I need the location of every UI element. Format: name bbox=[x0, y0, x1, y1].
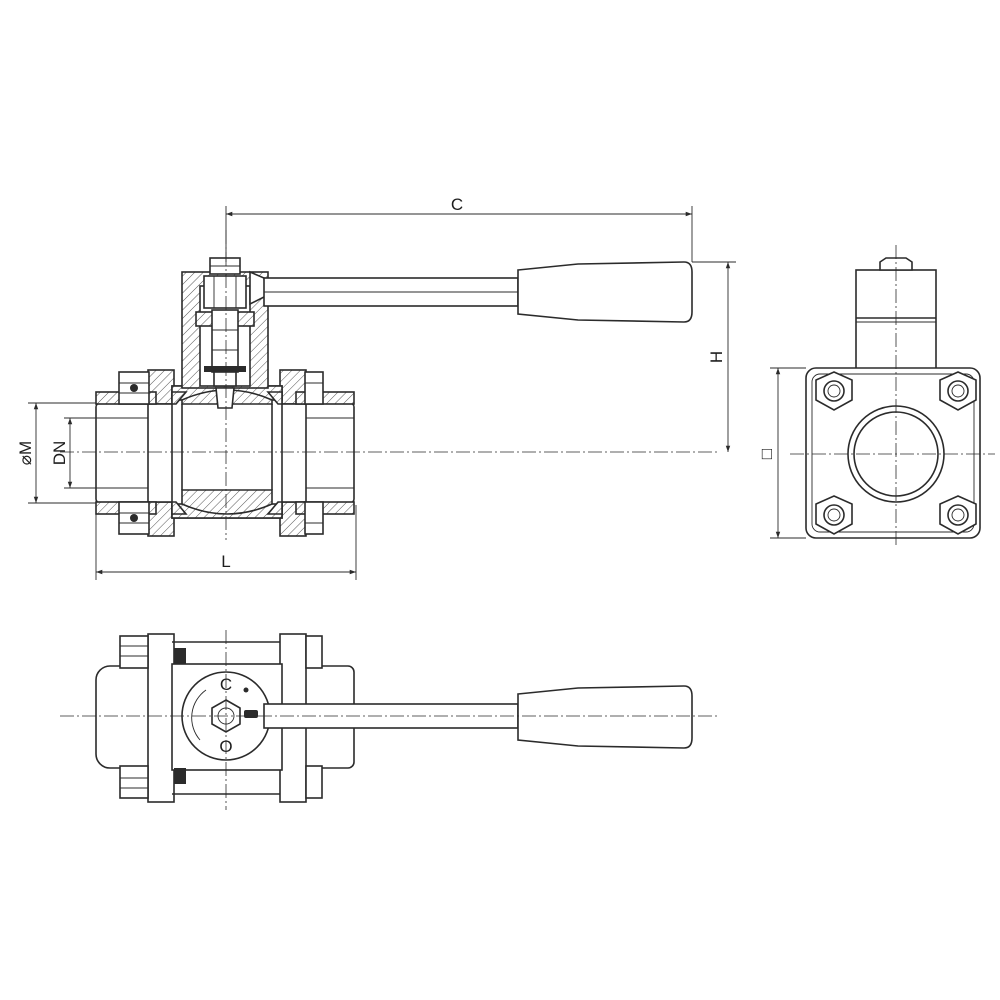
dimension-h-label: H bbox=[707, 351, 726, 363]
flange-bolts bbox=[118, 371, 324, 535]
dimension-c: C bbox=[225, 195, 693, 262]
dimension-m: ⌀M bbox=[16, 402, 96, 504]
dimension-l: L bbox=[95, 505, 357, 580]
dimension-m-label: ⌀M bbox=[16, 441, 35, 465]
dimension-c-label: C bbox=[451, 195, 463, 214]
front-section-view: C H L DN ⌀M bbox=[16, 195, 736, 580]
dimension-square: □ bbox=[757, 367, 806, 539]
dimension-h: H bbox=[692, 261, 736, 452]
top-bolts bbox=[119, 635, 323, 799]
left-pipe-end bbox=[95, 402, 157, 504]
top-view: C O bbox=[60, 630, 720, 810]
side-bolt-heads bbox=[815, 371, 977, 535]
dimension-dn-label: DN bbox=[50, 441, 69, 466]
stem-bonnet bbox=[181, 257, 269, 409]
dimension-l-label: L bbox=[221, 552, 230, 571]
dimension-square-label: □ bbox=[757, 449, 776, 459]
lever-handle bbox=[249, 261, 693, 323]
dimension-dn: DN bbox=[50, 417, 96, 489]
side-end-view: □ bbox=[757, 245, 995, 545]
